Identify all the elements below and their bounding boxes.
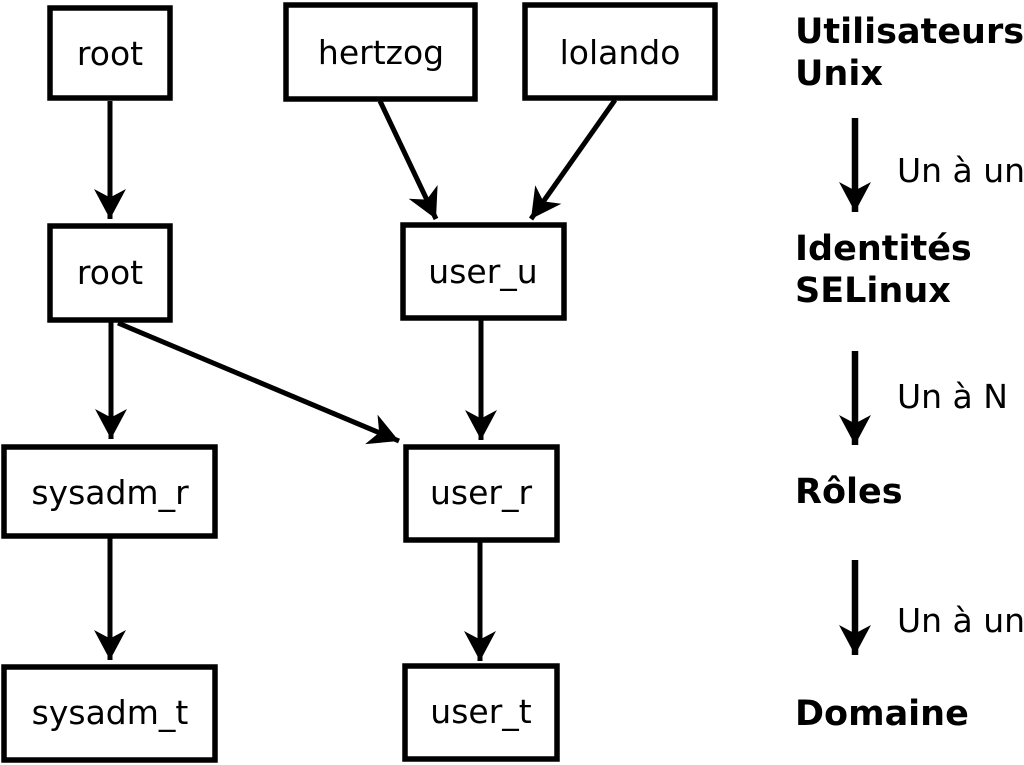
node-user-r-box xyxy=(403,444,560,543)
node-root-selinux-label: root xyxy=(77,253,143,292)
node-sysadm-t-label: sysadm_t xyxy=(32,693,189,732)
node-user-u: user_u xyxy=(400,222,567,321)
legend-relation-1-label: Un à un xyxy=(897,151,1024,190)
node-sysadm-t-box xyxy=(1,664,218,763)
node-sysadm-r-box xyxy=(1,444,218,539)
node-sysadm-r-label: sysadm_r xyxy=(31,473,189,512)
node-root-unix-box xyxy=(47,5,173,101)
node-root-unix-label: root xyxy=(77,34,143,73)
node-root-selinux: root xyxy=(47,223,173,323)
legend-unix-users-line1: Utilisateurs xyxy=(795,12,1024,52)
node-hertzog-label: hertzog xyxy=(318,33,444,72)
node-user-r-label: user_r xyxy=(430,473,532,512)
node-lolando: lolando xyxy=(522,2,718,101)
node-lolando-box xyxy=(522,2,718,101)
legend-relation-3-label: Un à un xyxy=(897,601,1024,640)
node-user-u-box xyxy=(400,222,567,321)
node-hertzog-box xyxy=(283,2,478,102)
node-user-t-box xyxy=(402,663,560,762)
node-user-u-label: user_u xyxy=(428,252,537,291)
legend-domain-label: Domaine xyxy=(795,694,969,734)
edge-hertzog-to-user-u xyxy=(377,99,439,221)
node-hertzog: hertzog xyxy=(283,2,478,102)
node-user-t: user_t xyxy=(402,663,560,762)
legend-selinux-identities-line1: Identités xyxy=(795,229,972,269)
legend-column: Utilisateurs Unix Un à un Identités SELi… xyxy=(795,12,1024,734)
node-root-unix: root xyxy=(47,5,173,101)
legend-selinux-identities-line2: SELinux xyxy=(795,271,951,311)
node-sysadm-r: sysadm_r xyxy=(1,444,218,539)
node-user-r: user_r xyxy=(403,444,560,543)
legend-unix-users-line2: Unix xyxy=(795,54,883,94)
node-sysadm-t: sysadm_t xyxy=(1,664,218,763)
edge-lolando-to-user-u xyxy=(528,98,618,221)
legend-roles-label: Rôles xyxy=(795,472,903,512)
node-user-t-label: user_t xyxy=(430,692,531,731)
legend-relation-2-label: Un à N xyxy=(897,377,1008,416)
node-lolando-label: lolando xyxy=(560,33,681,72)
node-root-selinux-box xyxy=(47,223,173,323)
edge-root-selinux-to-user-r xyxy=(117,320,400,445)
